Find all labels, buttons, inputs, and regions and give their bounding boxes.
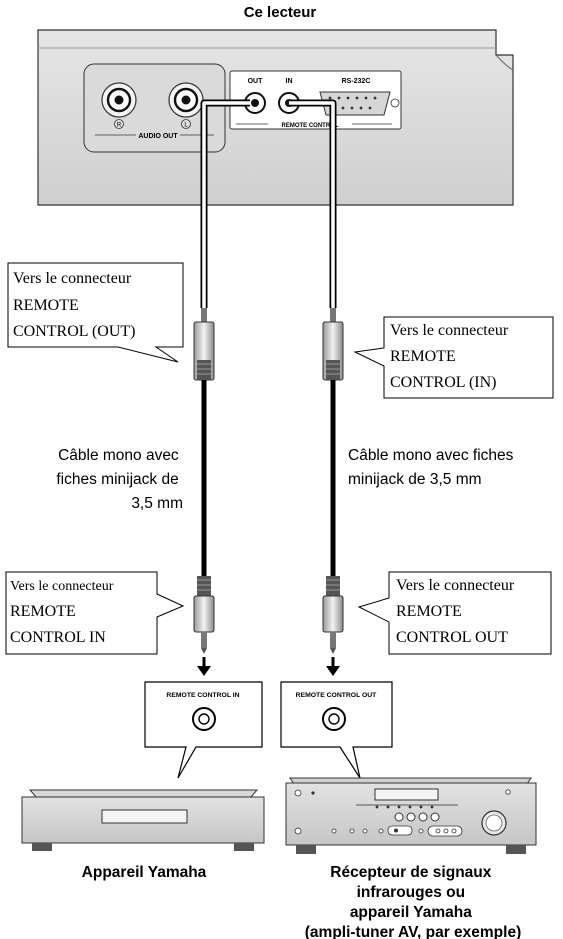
device-caption-right-line-3: appareil Yamaha <box>350 904 472 921</box>
cable-caption-left-line-2: fiches minijack de <box>56 471 178 488</box>
callout-bottom-left-line-1: Vers le connecteur <box>10 579 114 594</box>
jack-panel-left-label: REMOTE CONTROL IN <box>166 692 239 699</box>
cable-caption-left: Câble mono avec fiches minijack de 3,5 m… <box>56 447 183 512</box>
jack-panel-right-label: REMOTE CONTROL OUT <box>296 692 378 699</box>
cable-caption-right-line-2: minijack de 3,5 mm <box>348 471 482 488</box>
rs232c-port <box>319 91 400 116</box>
callout-top-left-line-3: CONTROL (OUT) <box>13 323 136 340</box>
callout-top-right-line-2: REMOTE <box>390 348 456 365</box>
yamaha-device <box>21 789 265 851</box>
callout-top-left-line-2: REMOTE <box>13 297 79 314</box>
svg-text:Vers le connecteur REMOT: Vers le connecteur REMOTE CONTROL IN <box>10 577 117 646</box>
callout-bottom-right-line-3: CONTROL OUT <box>396 629 508 646</box>
player-title: Ce lecteur <box>244 4 317 21</box>
cable-caption-left-line-1: Câble mono avec <box>58 447 179 464</box>
callout-bottom-right: Vers le connecteur REMOTE CONTROL OUT <box>357 571 552 655</box>
svg-text:Vers le connecteur REMOT: Vers le connecteur REMOTE CONTROL OUT <box>396 577 518 646</box>
left-cable <box>193 99 250 654</box>
arrow-down-left-icon <box>197 657 211 676</box>
av-receiver-device <box>285 777 537 854</box>
callout-top-right-line-1: Vers le connecteur <box>390 322 509 339</box>
callout-top-left-line-1: Vers le connecteur <box>13 270 132 287</box>
device-caption-right-line-2: infrarouges ou <box>357 884 466 901</box>
audio-out-r-jack: R <box>101 82 137 129</box>
cable-caption-left-line-3: 3,5 mm <box>131 495 183 512</box>
channel-r-label: R <box>117 123 122 129</box>
audio-out-label: AUDIO OUT <box>138 133 178 140</box>
callout-top-right-line-3: CONTROL (IN) <box>390 374 497 391</box>
jack-panel-left: REMOTE CONTROL IN <box>144 681 263 779</box>
device-caption-left: Appareil Yamaha <box>82 864 207 881</box>
callout-top-left: Vers le connecteur REMOTE CONTROL (OUT) <box>7 262 184 363</box>
cable-caption-right: Câble mono avec fiches minijack de 3,5 m… <box>348 447 518 488</box>
svg-text:Vers le connecteur REMOT: Vers le connecteur REMOTE CONTROL (OUT) <box>13 270 136 340</box>
in-port-label: IN <box>286 78 293 85</box>
callout-bottom-right-line-2: REMOTE <box>396 603 462 620</box>
right-cable <box>289 99 344 654</box>
callout-bottom-left-line-3: CONTROL IN <box>10 629 106 646</box>
device-caption-right-line-1: Récepteur de signaux <box>330 864 491 881</box>
jack-panel-right: REMOTE CONTROL OUT <box>280 681 393 779</box>
channel-l-label: L <box>184 123 188 129</box>
device-caption-right: Récepteur de signaux infrarouges ou appa… <box>305 864 522 939</box>
audio-out-l-jack: L <box>168 82 204 129</box>
rs232c-label: RS-232C <box>342 78 371 85</box>
svg-text:Vers le connecteur REMOT: Vers le connecteur REMOTE CONTROL (IN) <box>390 322 512 391</box>
remote-control-label: REMOTE CONTROL <box>282 123 339 129</box>
arrow-down-right-icon <box>326 657 340 676</box>
callout-bottom-right-line-1: Vers le connecteur <box>396 577 515 594</box>
callout-bottom-left-line-2: REMOTE <box>10 603 76 620</box>
device-caption-right-line-4: (ampli-tuner AV, par exemple) <box>305 924 522 939</box>
callout-top-right: Vers le connecteur REMOTE CONTROL (IN) <box>353 316 554 399</box>
callout-bottom-left: Vers le connecteur REMOTE CONTROL IN <box>5 571 185 655</box>
cable-caption-right-line-1: Câble mono avec fiches <box>348 447 514 464</box>
player: Ce lecteur AUDIO OUT R L OUT IN <box>37 4 514 206</box>
out-port-label: OUT <box>248 78 264 85</box>
